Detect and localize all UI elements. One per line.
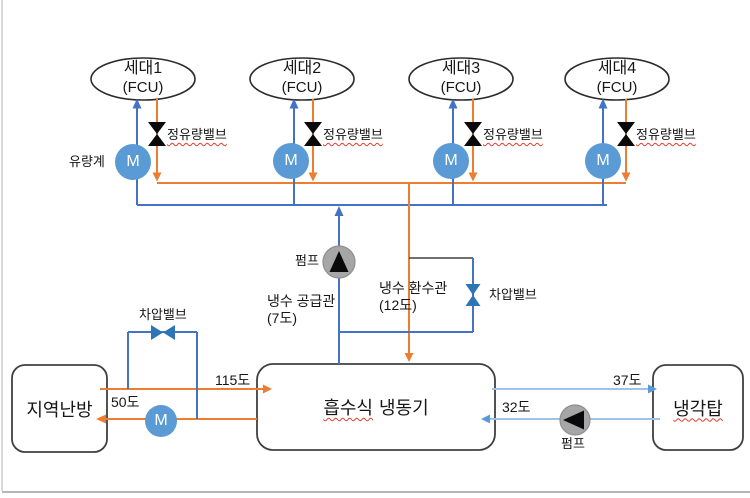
temp-37-label: 37도 — [613, 372, 642, 388]
flow-valve2-icon — [304, 122, 322, 134]
unit2-return-arrow-icon — [308, 172, 318, 182]
unit2-label: 세대2 (FCU) — [247, 59, 357, 97]
flow-valve3-icon — [464, 134, 482, 146]
cooling-tower-label: 냉각탑 — [653, 365, 743, 450]
unit1-supply-arrow-icon — [132, 98, 142, 109]
flow-meter2-icon — [273, 143, 309, 179]
return-pipe-label: 냉수 환수관 (12도) — [379, 280, 447, 314]
chiller-label-word2: 냉동기 — [379, 398, 429, 418]
flow-valve4-icon — [617, 134, 635, 146]
chiller-label: 흡수식 냉동기 — [257, 364, 495, 450]
diff-valve-mid-icon — [465, 295, 481, 306]
district-heating-label: 지역난방 — [26, 399, 93, 420]
unit3-supply-arrow-icon — [448, 98, 458, 109]
flow-meter3-symbol: M — [444, 152, 458, 169]
temp-50-label: 50도 — [111, 394, 140, 410]
pump-bottom-triangle-icon — [563, 410, 584, 430]
unit4-name: 세대4 — [597, 60, 637, 77]
pump-bottom-label: 펌프 — [561, 436, 585, 451]
flow-meter1-symbol: M — [126, 153, 140, 170]
return-pipe-label-line2: (12도) — [379, 297, 417, 313]
flow-meter5-symbol: M — [154, 412, 168, 429]
unit4-ellipse — [564, 57, 670, 101]
dh-supply-arrow-icon — [263, 384, 272, 394]
flow-valve4-icon — [617, 122, 635, 134]
unit1-type: (FCU) — [122, 79, 164, 96]
diff-valve-left-icon — [163, 325, 175, 340]
return-pipe-label-line1: 냉수 환수관 — [379, 280, 448, 296]
flow-valve3-icon — [464, 122, 482, 134]
ct-in-arrow-icon — [481, 414, 490, 424]
pump-top-label: 펌프 — [295, 253, 319, 268]
diff-valve-mid-label: 차압밸브 — [489, 287, 537, 302]
chiller-supply-arrow-icon — [334, 206, 344, 216]
unit1-label: 세대1 (FCU) — [88, 59, 198, 97]
unit4-return-arrow-icon — [621, 172, 631, 182]
chiller-return-arrow-icon — [404, 353, 414, 362]
ct-out-arrow-icon — [648, 384, 657, 394]
unit3-return-arrow-icon — [468, 172, 478, 182]
unit4-type: (FCU) — [596, 79, 638, 96]
district-heating-box — [11, 364, 108, 453]
unit3-type: (FCU) — [440, 79, 482, 96]
flow-valve2-label: 정유량밸브 — [323, 127, 383, 142]
diff-valve-left-icon — [151, 325, 163, 340]
flow-valve1-label: 정유량밸브 — [167, 127, 227, 142]
unit2-type: (FCU) — [281, 79, 323, 96]
diff-valve-left-label: 차압밸브 — [139, 307, 187, 322]
chiller-label-word1: 흡수식 — [323, 398, 373, 418]
flow-meter4-symbol: M — [596, 152, 610, 169]
flow-valve2-icon — [304, 134, 322, 146]
unit3-name: 세대3 — [441, 60, 481, 77]
diff-valve-mid-icon — [465, 284, 481, 295]
canvas-left-edge — [1, 0, 3, 491]
flow-meter5-icon — [145, 405, 177, 437]
unit4-label: 세대4 (FCU) — [562, 59, 672, 97]
pump-top-triangle-icon — [329, 251, 349, 272]
unit2-name: 세대2 — [282, 60, 322, 77]
chiller-box — [256, 363, 496, 451]
unit3-label: 세대3 (FCU) — [406, 59, 516, 97]
unit1-name: 세대1 — [123, 60, 163, 77]
unit2-supply-arrow-icon — [289, 98, 299, 109]
unit4-supply-arrow-icon — [598, 98, 608, 109]
temp-115-label: 115도 — [215, 372, 251, 388]
dh-return-arrow-icon — [96, 414, 106, 424]
unit1-ellipse — [90, 57, 196, 101]
flow-valve3-label: 정유량밸브 — [483, 127, 543, 142]
flow-valve1-icon — [148, 122, 166, 134]
flow-valve1-icon — [148, 134, 166, 146]
supply-pipe-label-line2: (7도) — [267, 310, 297, 326]
flow-meter-label: 유량계 — [69, 154, 105, 169]
supply-pipe-label-line1: 냉수 공급관 — [267, 293, 336, 309]
cooling-tower-label-text: 냉각탑 — [673, 398, 723, 419]
supply-pipe-label: 냉수 공급관 (7도) — [267, 293, 335, 327]
unit1-return-arrow-icon — [152, 172, 162, 182]
cooling-tower-box — [652, 364, 744, 451]
temp-32-label: 32도 — [502, 399, 531, 415]
flow-meter4-icon — [585, 143, 621, 179]
flow-meter1-icon — [115, 144, 151, 180]
flow-meter3-icon — [433, 143, 469, 179]
unit2-ellipse — [249, 57, 355, 101]
canvas-bottom-edge — [2, 491, 750, 493]
unit3-ellipse — [408, 57, 514, 101]
flow-valve4-label: 정유량밸브 — [636, 127, 696, 142]
flow-meter2-symbol: M — [284, 152, 298, 169]
